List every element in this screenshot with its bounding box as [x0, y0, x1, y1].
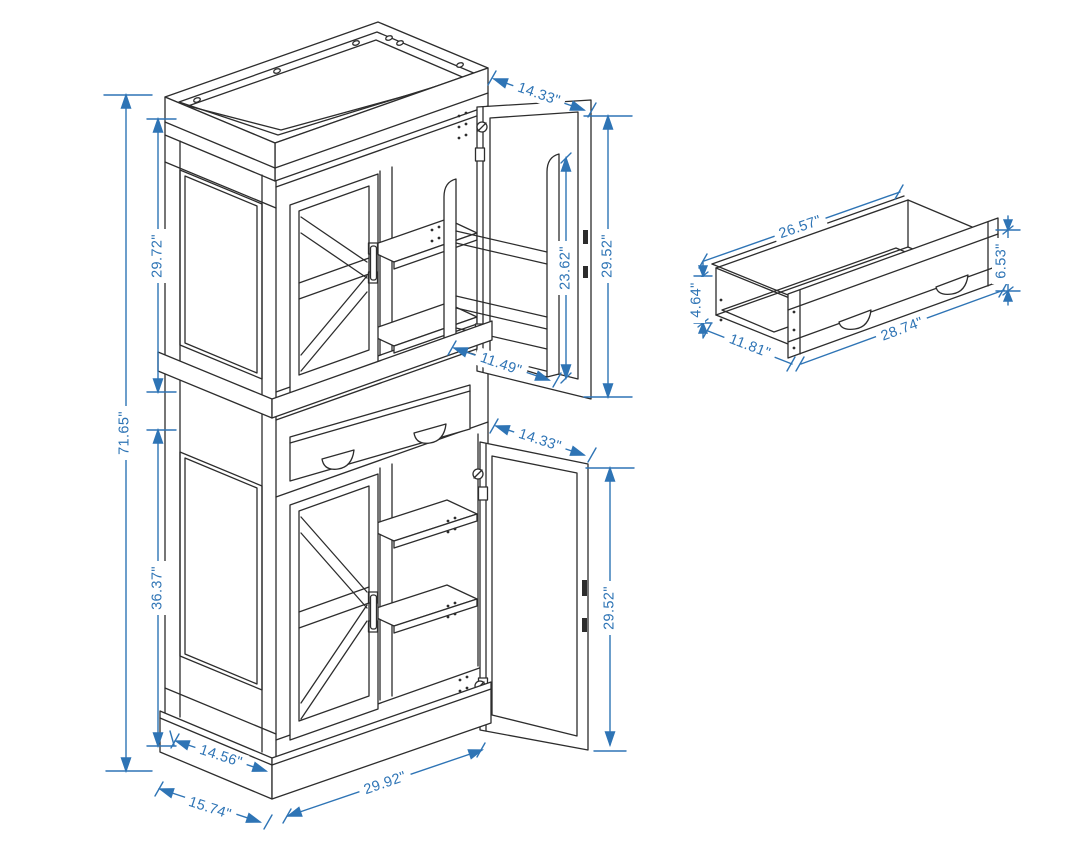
dim-lower-door-height: 29.52" — [585, 465, 635, 752]
dim-drawer-front-height: 6.53" — [992, 215, 1021, 306]
left-side-panel — [164, 140, 277, 753]
svg-text:4.64": 4.64" — [689, 282, 705, 317]
screw-holes-top — [193, 35, 464, 103]
dim-label-upper-cabinet-height: 29.72" — [148, 229, 166, 283]
svg-text:23.62": 23.62" — [558, 246, 574, 290]
dim-label-total-height: 71.65" — [115, 406, 133, 460]
svg-text:29.72": 29.72" — [150, 234, 166, 278]
lower-left-door — [289, 473, 379, 741]
drawer-false-front — [787, 217, 999, 359]
svg-text:15.74": 15.74" — [187, 794, 234, 823]
svg-text:29.52": 29.52" — [602, 586, 618, 630]
svg-text:11.81": 11.81" — [727, 331, 773, 361]
lower-open-door — [472, 441, 589, 751]
svg-text:71.65": 71.65" — [117, 411, 133, 455]
upper-left-door — [289, 173, 379, 394]
dim-label-lower-section-height: 36.37" — [148, 561, 166, 615]
dim-drawer-box-length: 26.57" — [698, 184, 904, 269]
lower-door-handle — [367, 591, 379, 633]
svg-text:29.52": 29.52" — [600, 234, 616, 278]
dim-label-cabinet-width: 29.92" — [356, 765, 414, 801]
drawer-cup-handle-left — [838, 309, 872, 330]
svg-text:36.37": 36.37" — [150, 566, 166, 610]
dim-label-cabinet-depth: 15.74" — [181, 791, 239, 825]
lower-interior-shelves — [363, 499, 478, 693]
dim-label-lower-door-height: 29.52" — [600, 581, 618, 635]
dim-label-drawer-box-height: 4.64" — [687, 277, 705, 323]
cup-handle-right — [413, 423, 447, 444]
dim-drawer-box-height: 4.64" — [687, 261, 713, 338]
drawer-screw-holes — [719, 298, 796, 350]
svg-text:29.92": 29.92" — [362, 769, 409, 798]
dim-label-rack-height: 23.62" — [556, 241, 574, 295]
svg-text:6.53": 6.53" — [994, 243, 1010, 278]
drawer-cup-handle-right — [935, 274, 969, 295]
dim-label-drawer-box-depth: 11.81" — [721, 327, 779, 365]
dim-total-height: 71.65" — [103, 92, 153, 774]
dim-label-drawer-box-length: 26.57" — [771, 209, 829, 245]
dim-label-drawer-front-height: 6.53" — [992, 238, 1010, 284]
drawer-detail-drawing — [711, 195, 999, 359]
dim-upper-cabinet-height: 29.72" — [146, 116, 177, 395]
dim-label-upper-door-height: 29.52" — [598, 229, 616, 283]
upper-door-handle — [367, 242, 379, 284]
shelf-pin-holes — [430, 111, 468, 243]
dim-rack-height: 23.62" — [556, 152, 574, 384]
door-spice-rack — [443, 153, 560, 378]
dim-upper-door-height: 29.52" — [583, 113, 633, 400]
dim-drawer-box-depth: 11.81" — [702, 323, 796, 372]
dim-lower-section-height: 36.37" — [146, 427, 177, 749]
cup-handle-left — [321, 449, 355, 470]
dim-upper-door-width: 14.33" — [487, 70, 597, 118]
cabinet-drawing — [157, 21, 592, 800]
shelf-pin-holes-lower — [446, 516, 469, 693]
cabinet-top-tray — [164, 21, 489, 182]
cabinet-drawer-front — [289, 384, 471, 482]
